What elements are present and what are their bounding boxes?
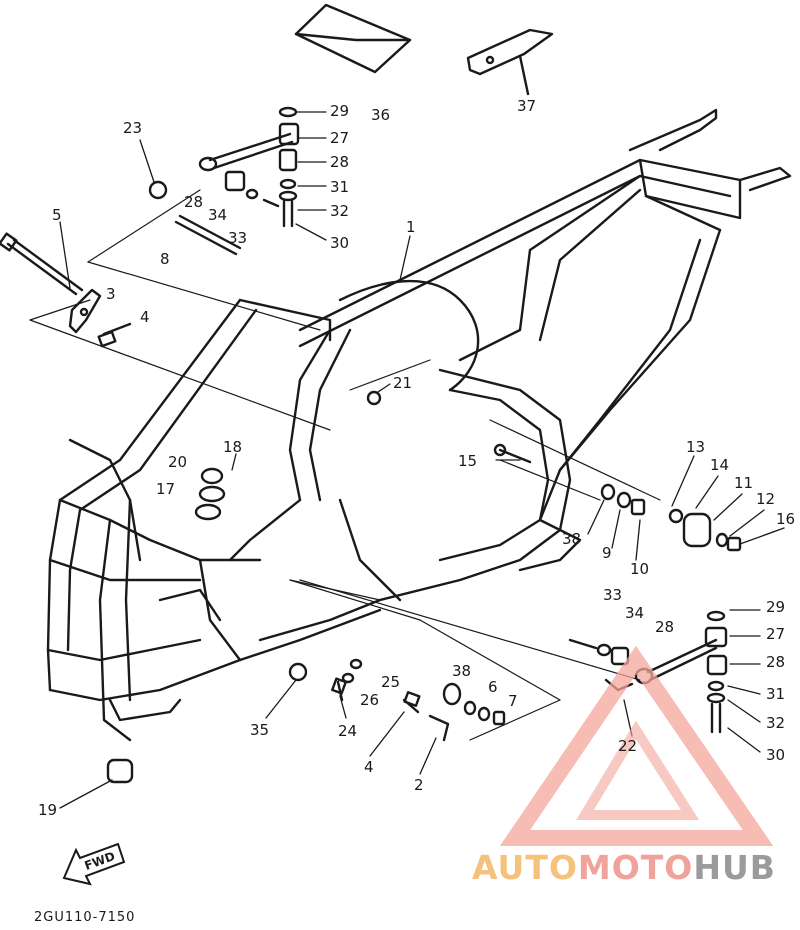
callout-27a: 27 (330, 129, 350, 147)
callout-28b: 28 (184, 193, 204, 211)
callout-31a: 31 (330, 178, 350, 196)
callout-1: 1 (406, 218, 416, 236)
frame-rear-rails (298, 108, 792, 522)
engine-mount-stack (194, 467, 226, 521)
frame-lower-rails (228, 498, 582, 642)
callout-26: 26 (360, 691, 380, 709)
callout-2: 2 (414, 776, 424, 794)
callout-11: 11 (734, 474, 754, 492)
callout-22: 22 (618, 737, 638, 755)
bolt-8-part (174, 214, 242, 256)
forward-direction-arrow (62, 842, 126, 886)
callout-21: 21 (393, 374, 413, 392)
callout-31b: 31 (766, 685, 786, 703)
callout-28d: 28 (766, 653, 786, 671)
callout-24: 24 (338, 722, 358, 740)
callout-30b: 30 (766, 746, 786, 764)
callout-4b: 4 (364, 758, 374, 776)
bracket-part (466, 28, 554, 96)
lower-mount-hardware (288, 658, 506, 742)
callout-4a: 4 (140, 308, 150, 326)
callout-34b: 34 (625, 604, 645, 622)
bolt-15-part (493, 443, 532, 464)
frame-front-section (46, 298, 382, 742)
bolt-21-part (366, 390, 382, 406)
callout-37: 37 (517, 97, 537, 115)
watermark-auto: AUTO (472, 848, 578, 887)
callout-16: 16 (776, 510, 796, 528)
callout-32a: 32 (330, 202, 350, 220)
alignment-lines (29, 189, 661, 741)
callout-15: 15 (458, 452, 478, 470)
callout-10: 10 (630, 560, 650, 578)
watermark-text: AUTOMOTOHUB (472, 848, 776, 887)
watermark-moto: MOTO (577, 848, 694, 887)
callout-30a: 30 (330, 234, 350, 252)
callout-18: 18 (223, 438, 243, 456)
callout-29a: 29 (330, 102, 350, 120)
frame-main-loop (288, 279, 572, 602)
manual-envelope-part (294, 3, 412, 74)
callout-3: 3 (106, 285, 116, 303)
rear-bushing-hardware (600, 483, 742, 552)
callout-7: 7 (508, 692, 518, 710)
callout-14: 14 (710, 456, 730, 474)
callout-32b: 32 (766, 714, 786, 732)
callout-28a: 28 (330, 153, 350, 171)
callout-12: 12 (756, 490, 776, 508)
bushing-19-part (106, 758, 134, 784)
callout-13: 13 (686, 438, 706, 456)
callout-33b: 33 (603, 586, 623, 604)
callout-leaders (59, 111, 785, 809)
callout-23: 23 (123, 119, 143, 137)
callout-8: 8 (160, 250, 170, 268)
callout-38a: 38 (562, 530, 582, 548)
watermark-hub: HUB (693, 848, 776, 887)
callout-17: 17 (156, 480, 176, 498)
watermark-logo (499, 645, 774, 846)
callout-38b: 38 (452, 662, 472, 680)
bracket-3-part (68, 288, 102, 334)
stay-arm-upper-part (148, 106, 300, 228)
callout-19: 19 (38, 801, 58, 819)
callout-34a: 34 (208, 206, 228, 224)
callout-6: 6 (488, 678, 498, 696)
callout-29b: 29 (766, 598, 786, 616)
callout-35: 35 (250, 721, 270, 739)
bolt-4-part (97, 322, 132, 348)
callout-27b: 27 (766, 625, 786, 643)
stay-arm-lower-part (568, 610, 728, 734)
bolt-5-part (0, 232, 84, 296)
drawing-code: 2GU110-7150 (34, 910, 136, 925)
callout-20: 20 (168, 453, 188, 471)
callout-33a: 33 (228, 229, 248, 247)
callout-25: 25 (381, 673, 401, 691)
callout-9: 9 (602, 544, 612, 562)
callout-5: 5 (52, 206, 62, 224)
callout-28c: 28 (655, 618, 675, 636)
callout-36: 36 (371, 106, 391, 124)
